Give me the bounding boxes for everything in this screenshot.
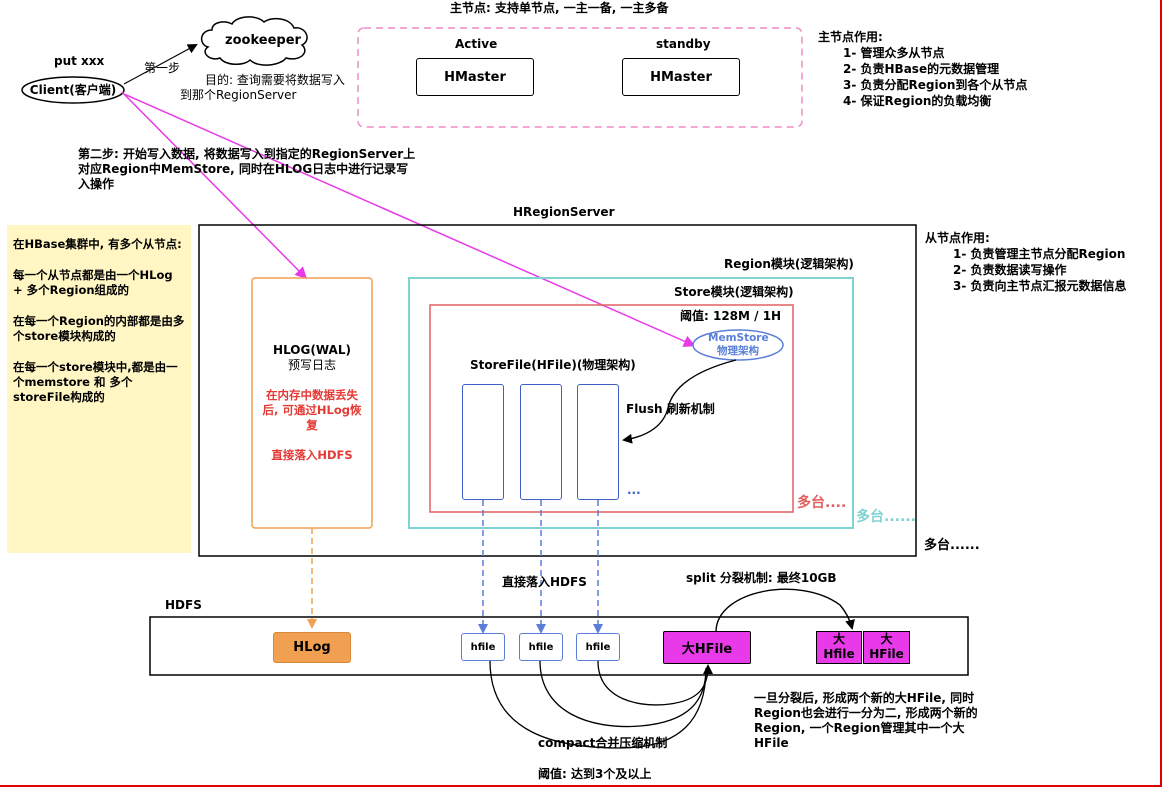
split-label: split 分裂机制: 最终10GB: [686, 571, 837, 585]
sticky-p1: 在HBase集群中, 有多个从节点:: [13, 237, 182, 251]
standby-label: standby: [656, 37, 711, 51]
slave-role-title: 从节点作用:: [925, 231, 990, 245]
step1-label: 第一步: [144, 61, 181, 75]
hdfs-title: HDFS: [165, 598, 202, 612]
zookeeper-label[interactable]: zookeeper: [225, 32, 301, 48]
split-note-line-4: HFile: [754, 736, 789, 750]
split-arrow: [715, 588, 855, 633]
regionserver-title: HRegionServer: [513, 205, 615, 219]
purpose-line-2: 到那个RegionServer: [180, 88, 297, 102]
master-role-item: 1- 管理众多从节点: [843, 46, 945, 60]
master-role-item: 4- 保证Region的负载均衡: [843, 94, 992, 108]
flush-arrow: [622, 359, 737, 444]
storefile-dots: ...: [627, 483, 641, 497]
sticky-p3: 在每一个Region的内部都是由多个store模块构成的: [13, 314, 185, 343]
split-hfile-b[interactable]: 大 HFile: [863, 631, 910, 664]
split-hfile-b-line2: HFile: [869, 647, 904, 661]
hlog-wal-subtitle: 预写日志: [287, 358, 336, 372]
client-to-hlog-arrow: [121, 91, 308, 280]
slave-role-item: 1- 负责管理主节点分配Region: [953, 247, 1126, 261]
split-hfile-a[interactable]: 大 Hfile: [816, 631, 862, 664]
put-label: put xxx: [54, 54, 105, 68]
slave-role-item: 2- 负责数据读写操作: [953, 263, 1067, 277]
storefile-3[interactable]: [577, 384, 619, 500]
hlog-file-box[interactable]: HLog: [273, 632, 351, 663]
master-mode-title: 主节点: 支持单节点, 一主一备, 一主多备: [450, 1, 669, 15]
hfile-box[interactable]: hfile: [576, 633, 620, 661]
compact-label: compact合并压缩机制: [538, 736, 668, 750]
split-hfile-b-line1: 大: [880, 632, 893, 646]
region-title: Region模块(逻辑架构): [724, 257, 854, 271]
step2-line-2: 对应Region中MemStore, 同时在HLOG日志中进行记录写: [78, 162, 409, 176]
hlog-wal-direct: 直接落入HDFS: [271, 448, 353, 462]
step2-line-3: 入操作: [78, 177, 115, 191]
split-note-line-3: Region, 一个Region管理其中一个大: [754, 721, 965, 735]
sticky-note: 在HBase集群中, 有多个从节点: 每一个从节点都是由一个HLog + 多个R…: [7, 225, 191, 553]
purpose-line-1: 目的: 查询需要将数据写入: [205, 73, 345, 87]
compact-threshold: 阈值: 达到3个及以上: [538, 767, 652, 781]
slave-role-item: 3- 负责向主节点汇报元数据信息: [953, 279, 1127, 293]
client-ellipse: [21, 76, 125, 104]
step2-line-1: 第二步: 开始写入数据, 将数据写入到指定的RegionServer上: [78, 147, 416, 161]
big-hfile-box[interactable]: 大HFile: [663, 631, 751, 664]
master-role-title: 主节点作用:: [818, 30, 883, 44]
store-threshold: 阈值: 128M / 1H: [680, 309, 782, 323]
regionserver-box: [198, 224, 917, 557]
sticky-p2: 每一个从节点都是由一个HLog + 多个Region组成的: [13, 268, 173, 297]
compact-curve-3: [597, 660, 713, 706]
split-note-line-1: 一旦分裂后, 形成两个新的大HFile, 同时: [754, 691, 975, 705]
client-label[interactable]: Client(客户端): [29, 82, 117, 97]
sticky-p4: 在每一个store模块中,都是由一个memstore 和 多个storeFile…: [13, 360, 178, 404]
storefile-title: StoreFile(HFile)(物理架构): [470, 358, 636, 372]
storefile-2[interactable]: [520, 384, 562, 500]
flush-label: Flush 刷新机制: [626, 402, 715, 416]
split-hfile-a-line1: 大: [832, 632, 845, 646]
regionserver-multi: 多台......: [924, 538, 980, 553]
hlog-wal-title: HLOG(WAL): [273, 343, 351, 357]
hlog-wal-note: 在内存中数据丢失后, 可通过HLog恢复: [262, 388, 362, 432]
active-label: Active: [455, 37, 498, 51]
region-multi: 多台......: [856, 509, 916, 525]
client-to-memstore-arrow: [123, 93, 696, 347]
region-box: [408, 277, 854, 529]
zookeeper-cloud: [200, 16, 308, 66]
hfile-box[interactable]: hfile: [461, 633, 505, 661]
hdfs-direct-label: 直接落入HDFS: [502, 575, 587, 589]
compact-curve-1: [489, 660, 707, 749]
master-role-item: 2- 负责HBase的元数据管理: [843, 62, 1000, 76]
compact-curve-2: [539, 660, 707, 728]
memstore-line-1[interactable]: MemStore: [708, 332, 769, 344]
hdfs-box: [149, 616, 969, 676]
hfile-box[interactable]: hfile: [519, 633, 563, 661]
storefile-1[interactable]: [462, 384, 504, 500]
master-container: [357, 27, 803, 128]
store-multi: 多台....: [797, 495, 847, 511]
memstore-line-2: 物理架构: [717, 345, 759, 357]
master-role-item: 3- 负责分配Region到各个从节点: [843, 78, 1028, 92]
split-note-line-2: Region也会进行一分为二, 形成两个新的: [754, 706, 978, 720]
store-box: [429, 304, 794, 513]
memstore-ellipse: [692, 329, 784, 361]
split-hfile-a-line2: Hfile: [823, 647, 855, 661]
store-title: Store模块(逻辑架构): [674, 285, 794, 299]
step1-arrow: [123, 44, 198, 85]
hmaster-standby-box[interactable]: HMaster: [622, 58, 740, 96]
hmaster-active-box[interactable]: HMaster: [416, 58, 534, 96]
